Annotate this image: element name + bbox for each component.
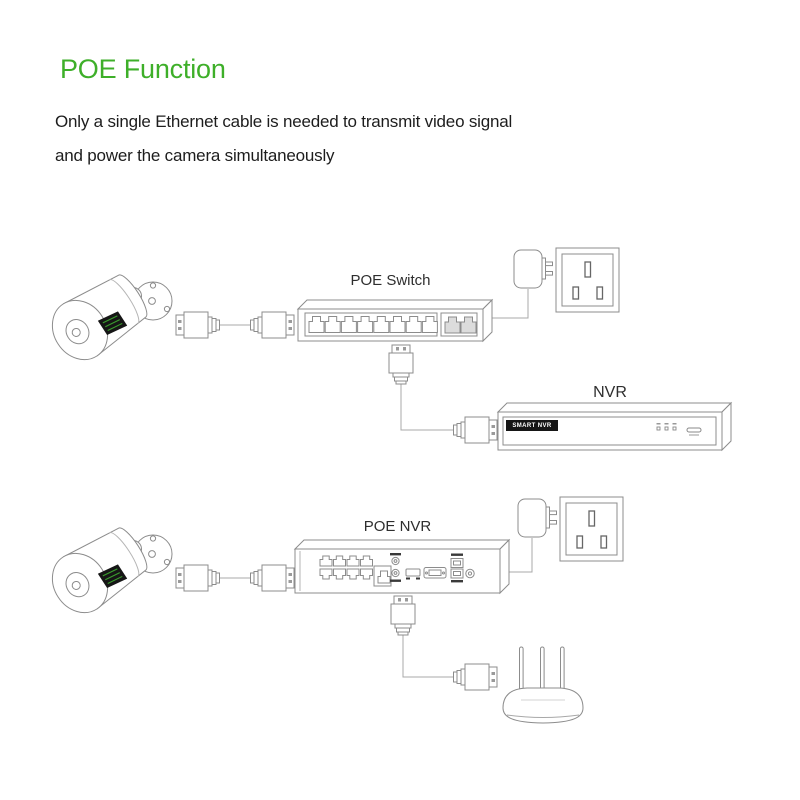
poe-switch-label: POE Switch (350, 272, 431, 289)
nvr-usb-slot (686, 427, 702, 436)
router-antenna (560, 646, 565, 691)
nvr-device (496, 401, 733, 452)
poenvr-usb-ports (450, 553, 464, 583)
poe-nvr-label: POE NVR (363, 518, 432, 535)
router-antenna (540, 646, 545, 691)
poenvr-vga-port (423, 567, 447, 579)
cable-poenvr-to-adapter (508, 538, 533, 573)
poenvr-hdmi-port (405, 568, 421, 580)
poenvr-lan-port (373, 565, 392, 587)
diagram-bottom (40, 496, 624, 724)
camera-icon (40, 518, 173, 624)
cable-switch-to-nvr (400, 384, 453, 431)
poenvr-power-jack (465, 568, 475, 579)
nvr-label: NVR (593, 384, 627, 401)
power-adapter-outlet-icon (513, 247, 620, 313)
rj45-plug-icon (390, 595, 416, 636)
rj45-plug-icon (388, 344, 414, 385)
cable-poenvr-to-router (402, 635, 453, 678)
wifi-router-icon (502, 646, 584, 724)
poenvr-audio-ports (390, 553, 401, 582)
subtitle-line-2: and power the camera simultaneously (55, 146, 335, 165)
rj45-plug-icon (453, 416, 498, 444)
router-body (502, 687, 584, 724)
subtitle-line-1: Only a single Ethernet cable is needed t… (55, 112, 513, 131)
router-antenna (519, 646, 524, 691)
diagram-top (40, 247, 733, 452)
ethernet-cable-icon (176, 565, 294, 591)
page-title: POE Function (60, 54, 226, 84)
nvr-brand-badge: SMART NVR (506, 420, 558, 431)
rj45-plug-icon (453, 663, 498, 691)
poe-nvr-device (293, 538, 511, 595)
nvr-led-indicators (656, 423, 677, 431)
power-adapter-outlet-icon (517, 496, 624, 562)
poe-switch-device (296, 298, 494, 343)
ethernet-cable-icon (176, 312, 294, 338)
cable-switch-to-adapter (492, 289, 529, 319)
camera-icon (40, 265, 173, 371)
